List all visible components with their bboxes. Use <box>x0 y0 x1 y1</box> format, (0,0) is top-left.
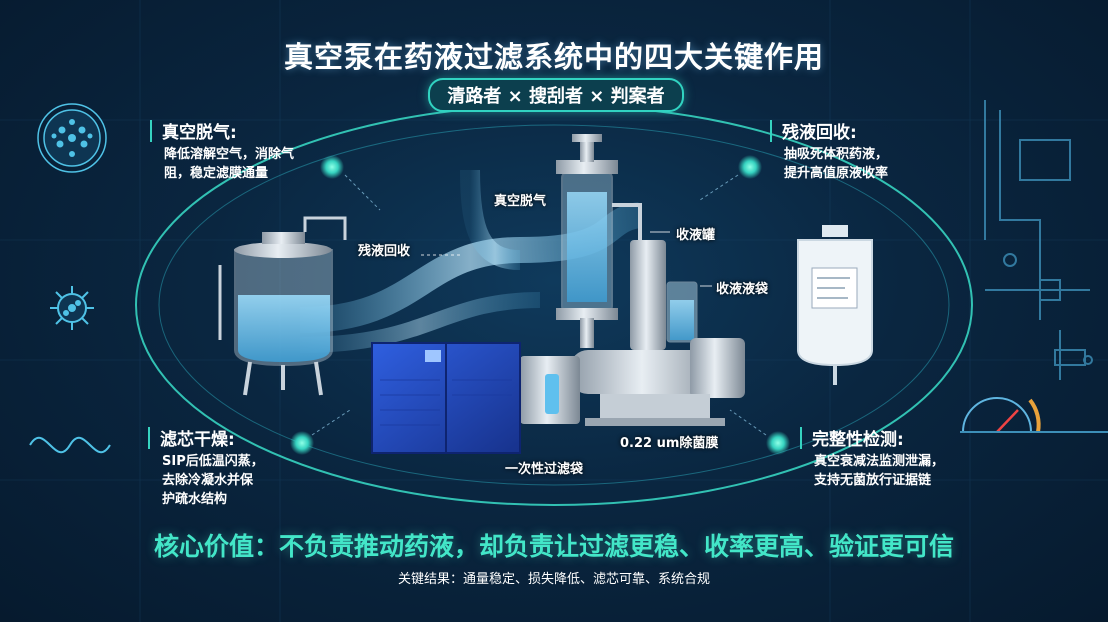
bracket-marker <box>770 119 778 142</box>
node-drying <box>290 431 314 455</box>
function-desc-line: 阻，稳定滤膜通量 <box>164 166 269 181</box>
core-value-statement: 核心价值：不负责推动药液，却负责让过滤更稳、收率更高、验证更可信 <box>153 532 954 561</box>
iv-bag <box>797 225 873 385</box>
function-title: 残液回收: <box>782 123 857 143</box>
bracket-marker <box>150 119 158 142</box>
label-recovery: 残液回收 <box>358 244 411 259</box>
function-desc-line: 护疏水结构 <box>162 492 228 507</box>
function-desc-line: SIP后低温闪蒸， <box>162 454 264 469</box>
function-title: 滤芯干燥: <box>160 430 235 450</box>
circuit-decoration <box>984 100 1093 380</box>
subtitle-badge: 清路者 × 搜刮者 × 判案者 <box>428 78 684 112</box>
function-integrity: 完整性检测: 真空衰减法监测泄漏， 支持无菌放行证据链 <box>800 425 944 490</box>
function-degas: 真空脱气: 降低溶解空气，消除气 阻，稳定滤膜通量 <box>150 118 294 183</box>
function-desc-line: 支持无菌放行证据链 <box>814 473 932 488</box>
function-drying: 滤芯干燥: SIP后低温闪蒸， 去除冷凝水并保 护疏水结构 <box>148 425 264 509</box>
key-results: 关键结果：通量稳定、损失降低、滤芯可靠、系统合规 <box>397 572 710 587</box>
node-recovery <box>738 155 762 179</box>
node-degas <box>320 155 344 179</box>
label-bag: 收液液袋 <box>716 282 769 297</box>
function-desc-line: 去除冷凝水并保 <box>162 473 254 488</box>
function-desc-line: 真空衰减法监测泄漏， <box>814 454 945 469</box>
flow-pipe-lower <box>299 292 541 353</box>
stainless-tank <box>218 216 347 396</box>
vacuum-pump <box>520 338 745 426</box>
function-recovery: 残液回收: 抽吸死体积药液， 提升高值原液收率 <box>770 118 888 183</box>
pump-cabinet <box>371 342 521 454</box>
function-desc-line: 降低溶解空气，消除气 <box>164 147 295 162</box>
function-title: 完整性检测: <box>812 430 904 450</box>
membrane-pores-icon <box>37 103 107 173</box>
function-title: 真空脱气: <box>162 123 237 143</box>
page-title: 真空泵在药液过滤系统中的四大关键作用 <box>283 40 824 74</box>
orbit-ring-inner <box>158 124 950 486</box>
function-desc-line: 提升高值原液收率 <box>784 166 889 181</box>
flow-pipe-vertical <box>460 169 521 270</box>
collection-tank <box>612 203 698 350</box>
label-tank: 收液罐 <box>676 228 716 243</box>
label-filter-bag: 一次性过滤袋 <box>505 462 584 477</box>
microbe-icon <box>50 286 94 330</box>
filter-housing <box>556 134 618 348</box>
wave-icon <box>29 436 111 454</box>
bracket-marker <box>148 426 156 449</box>
node-integrity <box>766 431 790 455</box>
label-membrane: 0.22 um除菌膜 <box>620 436 719 451</box>
label-degas: 真空脱气 <box>494 194 547 209</box>
pressure-gauge-icon <box>960 397 1108 433</box>
function-desc-line: 抽吸死体积药液， <box>784 147 889 162</box>
bracket-marker <box>800 426 808 449</box>
